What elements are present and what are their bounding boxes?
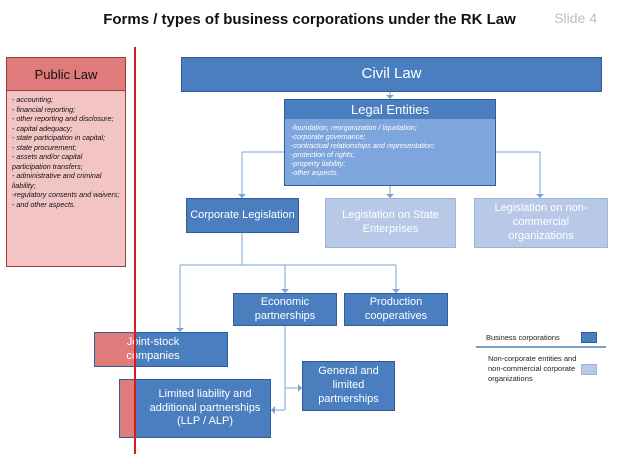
public-law-item: - other reporting and disclosure; [12, 114, 114, 123]
slide-number: Slide 4 [554, 10, 597, 26]
public-law-header: Public Law [6, 57, 126, 91]
public-civil-divider [134, 47, 136, 454]
public-law-item: - financial reporting; [12, 104, 76, 114]
corporate-legislation-node: Corporate Legislation [186, 198, 299, 233]
public-law-item: - capital adequacy; [12, 123, 73, 133]
public-law-item: - state participation in capital; [12, 133, 106, 142]
public-law-item: - accounting; [12, 95, 54, 104]
general-limited-node: General and limited partnerships [302, 361, 395, 411]
legal-entities-item: -corporate governance; [291, 132, 366, 141]
public-law-list: - accounting; - financial reporting; - o… [6, 91, 126, 267]
legal-entities-item: -property liability; [291, 159, 346, 168]
legal-entities-item: -contractual relationships and represent… [291, 141, 435, 150]
legend-non-corporate-label: Non-corporate entities and non-commercia… [488, 354, 577, 383]
legend-business-label: Business corporations [486, 333, 560, 342]
economic-partnerships-node: Economic partnerships [233, 293, 337, 326]
legal-entities-item: -protection of rights; [291, 150, 355, 159]
public-law-item: - state procurement; [12, 142, 77, 152]
legend-business-swatch [581, 332, 597, 343]
legal-entities-list: -foundation, reorganization / liquidatio… [284, 119, 496, 186]
public-law-item: -regulatory consents and waivers; [12, 190, 120, 199]
production-cooperatives-node: Production cooperatives [344, 293, 448, 326]
public-law-item: - and other aspects. [12, 199, 76, 209]
joint-stock-node: Joint-stock companies [94, 332, 228, 367]
state-enterprises-node: Legislation on State Enterprises [325, 198, 456, 248]
llp-alp-node: Limited liability and additional partner… [119, 379, 271, 438]
civil-law-header: Civil Law [181, 57, 602, 92]
public-law-item: - administrative and criminal liability; [12, 171, 102, 190]
slide-title: Forms / types of business corporations u… [103, 11, 516, 28]
legend-non-corporate-swatch [581, 364, 597, 375]
legal-entities-header: Legal Entities [284, 99, 496, 119]
non-commercial-node: Legislation on non-commercial organizati… [474, 198, 608, 248]
legal-entities-item: -foundation, reorganization / liquidatio… [291, 123, 417, 132]
legal-entities-item: -other aspects. [291, 168, 339, 177]
public-law-item: - assets and/or capital participation tr… [12, 152, 83, 171]
